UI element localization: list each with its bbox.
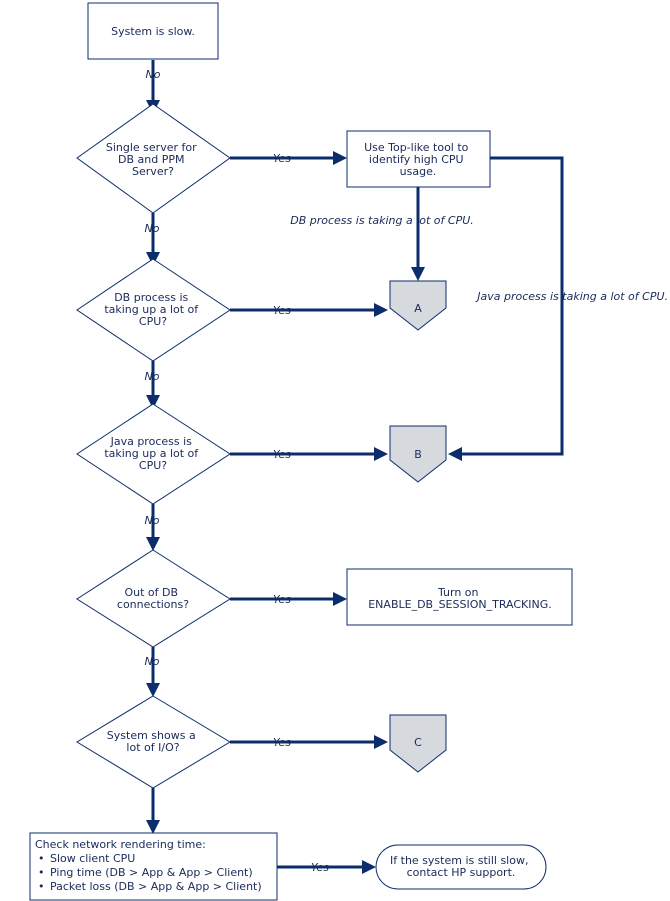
- arrow-head: [411, 267, 425, 281]
- connector-c: [389, 714, 447, 773]
- decision-io: [76, 695, 231, 789]
- label-yes: Yes: [273, 304, 291, 317]
- action-top-tool-text: Use Top-like tool to identify high CPU u…: [364, 141, 472, 178]
- bullet-dot: •: [38, 866, 45, 879]
- action-tracking-box: [346, 568, 573, 626]
- label-yes: Yes: [273, 593, 291, 606]
- arrow-head: [146, 395, 160, 409]
- bullet-dot: •: [38, 852, 45, 865]
- arrow-head: [362, 860, 376, 874]
- decision-io-text: System shows a lot of I/O?: [107, 729, 199, 754]
- label-no: No: [146, 68, 161, 81]
- arrow-head: [146, 683, 160, 697]
- arrow-head: [146, 537, 160, 551]
- end-text: If the system is still slow, contact HP …: [390, 854, 532, 879]
- decision-db-connections-text: Out of DB connections?: [117, 586, 189, 611]
- label-no: No: [145, 370, 160, 383]
- label-yes: Yes: [273, 448, 291, 461]
- arrow-head: [374, 447, 388, 461]
- bullet-dot: •: [38, 880, 45, 893]
- check-network-item: Slow client CPU: [50, 852, 135, 865]
- check-network-item: Ping time (DB > App & App > Client): [50, 866, 253, 879]
- check-network-title: Check network rendering time:: [35, 838, 206, 851]
- arrow-head: [374, 735, 388, 749]
- decision-java-process-text: Java process is taking up a lot of CPU?: [104, 435, 201, 472]
- edge-top-tool-to-b: [462, 156, 564, 456]
- label-no: No: [145, 222, 160, 235]
- start-text: System is slow.: [111, 25, 195, 38]
- action-tracking-text: Turn on ENABLE_DB_SESSION_TRACKING.: [368, 586, 552, 611]
- connector-b-label: B: [414, 448, 422, 461]
- decision-single-server: [76, 103, 231, 214]
- connector-a: [389, 280, 447, 331]
- label-yes: Yes: [273, 152, 291, 165]
- label-no: No: [145, 655, 160, 668]
- arrow-head: [146, 820, 160, 834]
- label-yes: Yes: [273, 736, 291, 749]
- decision-db-process: [76, 258, 231, 362]
- connector-c-label: C: [414, 736, 422, 749]
- label-yes: Yes: [311, 861, 329, 874]
- connector-b: [389, 425, 447, 483]
- check-network-item: Packet loss (DB > App & App > Client): [50, 880, 262, 893]
- label-java-cpu: Java process is taking a lot of CPU.: [475, 290, 668, 303]
- arrow-head: [333, 592, 347, 606]
- decision-db-process-text: DB process is taking up a lot of CPU?: [104, 291, 201, 328]
- end-box: [375, 844, 547, 890]
- arrow-head: [374, 303, 388, 317]
- arrow-head: [333, 151, 347, 165]
- arrow-head: [448, 447, 462, 461]
- decision-db-connections: [76, 549, 231, 648]
- label-no: No: [145, 514, 160, 527]
- decision-java-process: [76, 403, 231, 505]
- connector-a-label: A: [414, 302, 422, 315]
- action-top-tool-box: [346, 130, 491, 188]
- start-box: [87, 2, 219, 60]
- check-network-box: [29, 832, 278, 901]
- label-db-cpu: DB process is taking a lot of CPU.: [290, 214, 474, 227]
- decision-single-server-text: Single server for DB and PPM Server?: [106, 141, 200, 178]
